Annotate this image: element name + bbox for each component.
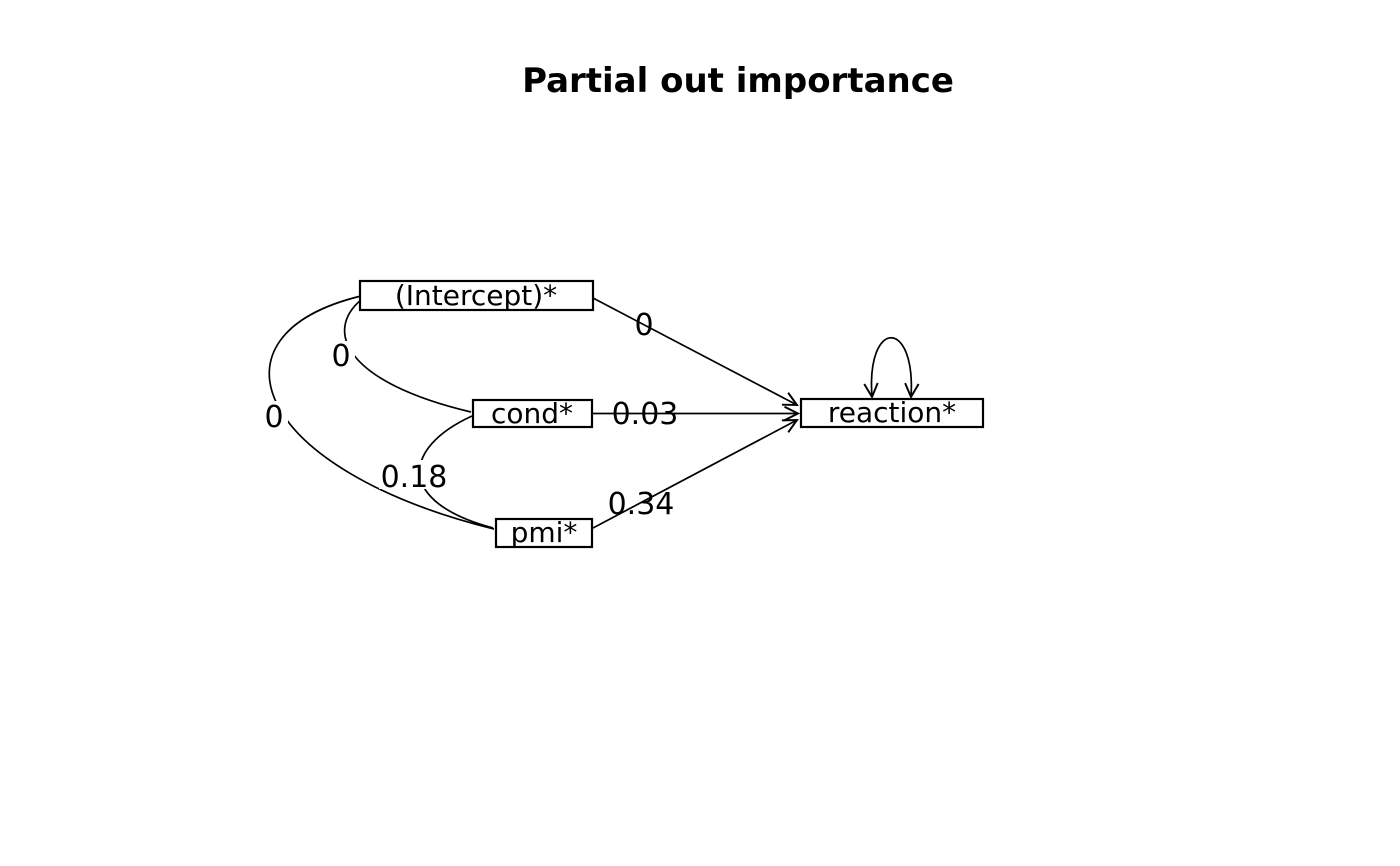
node-pmi-box xyxy=(494,517,594,549)
edge-label-intercept-cond: 0 xyxy=(331,339,350,374)
edge-label-cond-pmi: 0.18 xyxy=(381,460,448,495)
edge-intercept-reaction xyxy=(592,297,799,407)
edge-label-intercept-reaction: 0 xyxy=(634,308,653,343)
node-reaction-box xyxy=(799,397,985,429)
page-title: Partial out importance xyxy=(522,61,954,101)
node-reaction: reaction* xyxy=(799,396,985,429)
node-cond-label: cond* xyxy=(491,397,573,430)
edge-pmi-reaction xyxy=(592,418,799,529)
edge-label-background xyxy=(379,460,449,489)
node-intercept-label: (Intercept)* xyxy=(395,279,557,312)
node-cond-box xyxy=(471,398,594,429)
node-reaction-label: reaction* xyxy=(828,396,956,429)
edge-label-pmi-reaction: 0.34 xyxy=(608,487,675,522)
edge-intercept-cond xyxy=(343,298,472,413)
edge-label-intercept-pmi: 0 xyxy=(264,400,283,435)
edge-label-cond-reaction: 0.03 xyxy=(612,397,679,432)
node-cond: cond* xyxy=(471,397,594,430)
edge-label-background xyxy=(260,401,288,429)
self-loop-reaction xyxy=(863,337,920,400)
node-intercept: (Intercept)* xyxy=(358,279,595,312)
node-intercept-box xyxy=(358,279,595,312)
node-pmi-label: pmi* xyxy=(511,516,578,549)
node-pmi: pmi* xyxy=(494,516,594,549)
edge-label-background xyxy=(327,341,355,368)
